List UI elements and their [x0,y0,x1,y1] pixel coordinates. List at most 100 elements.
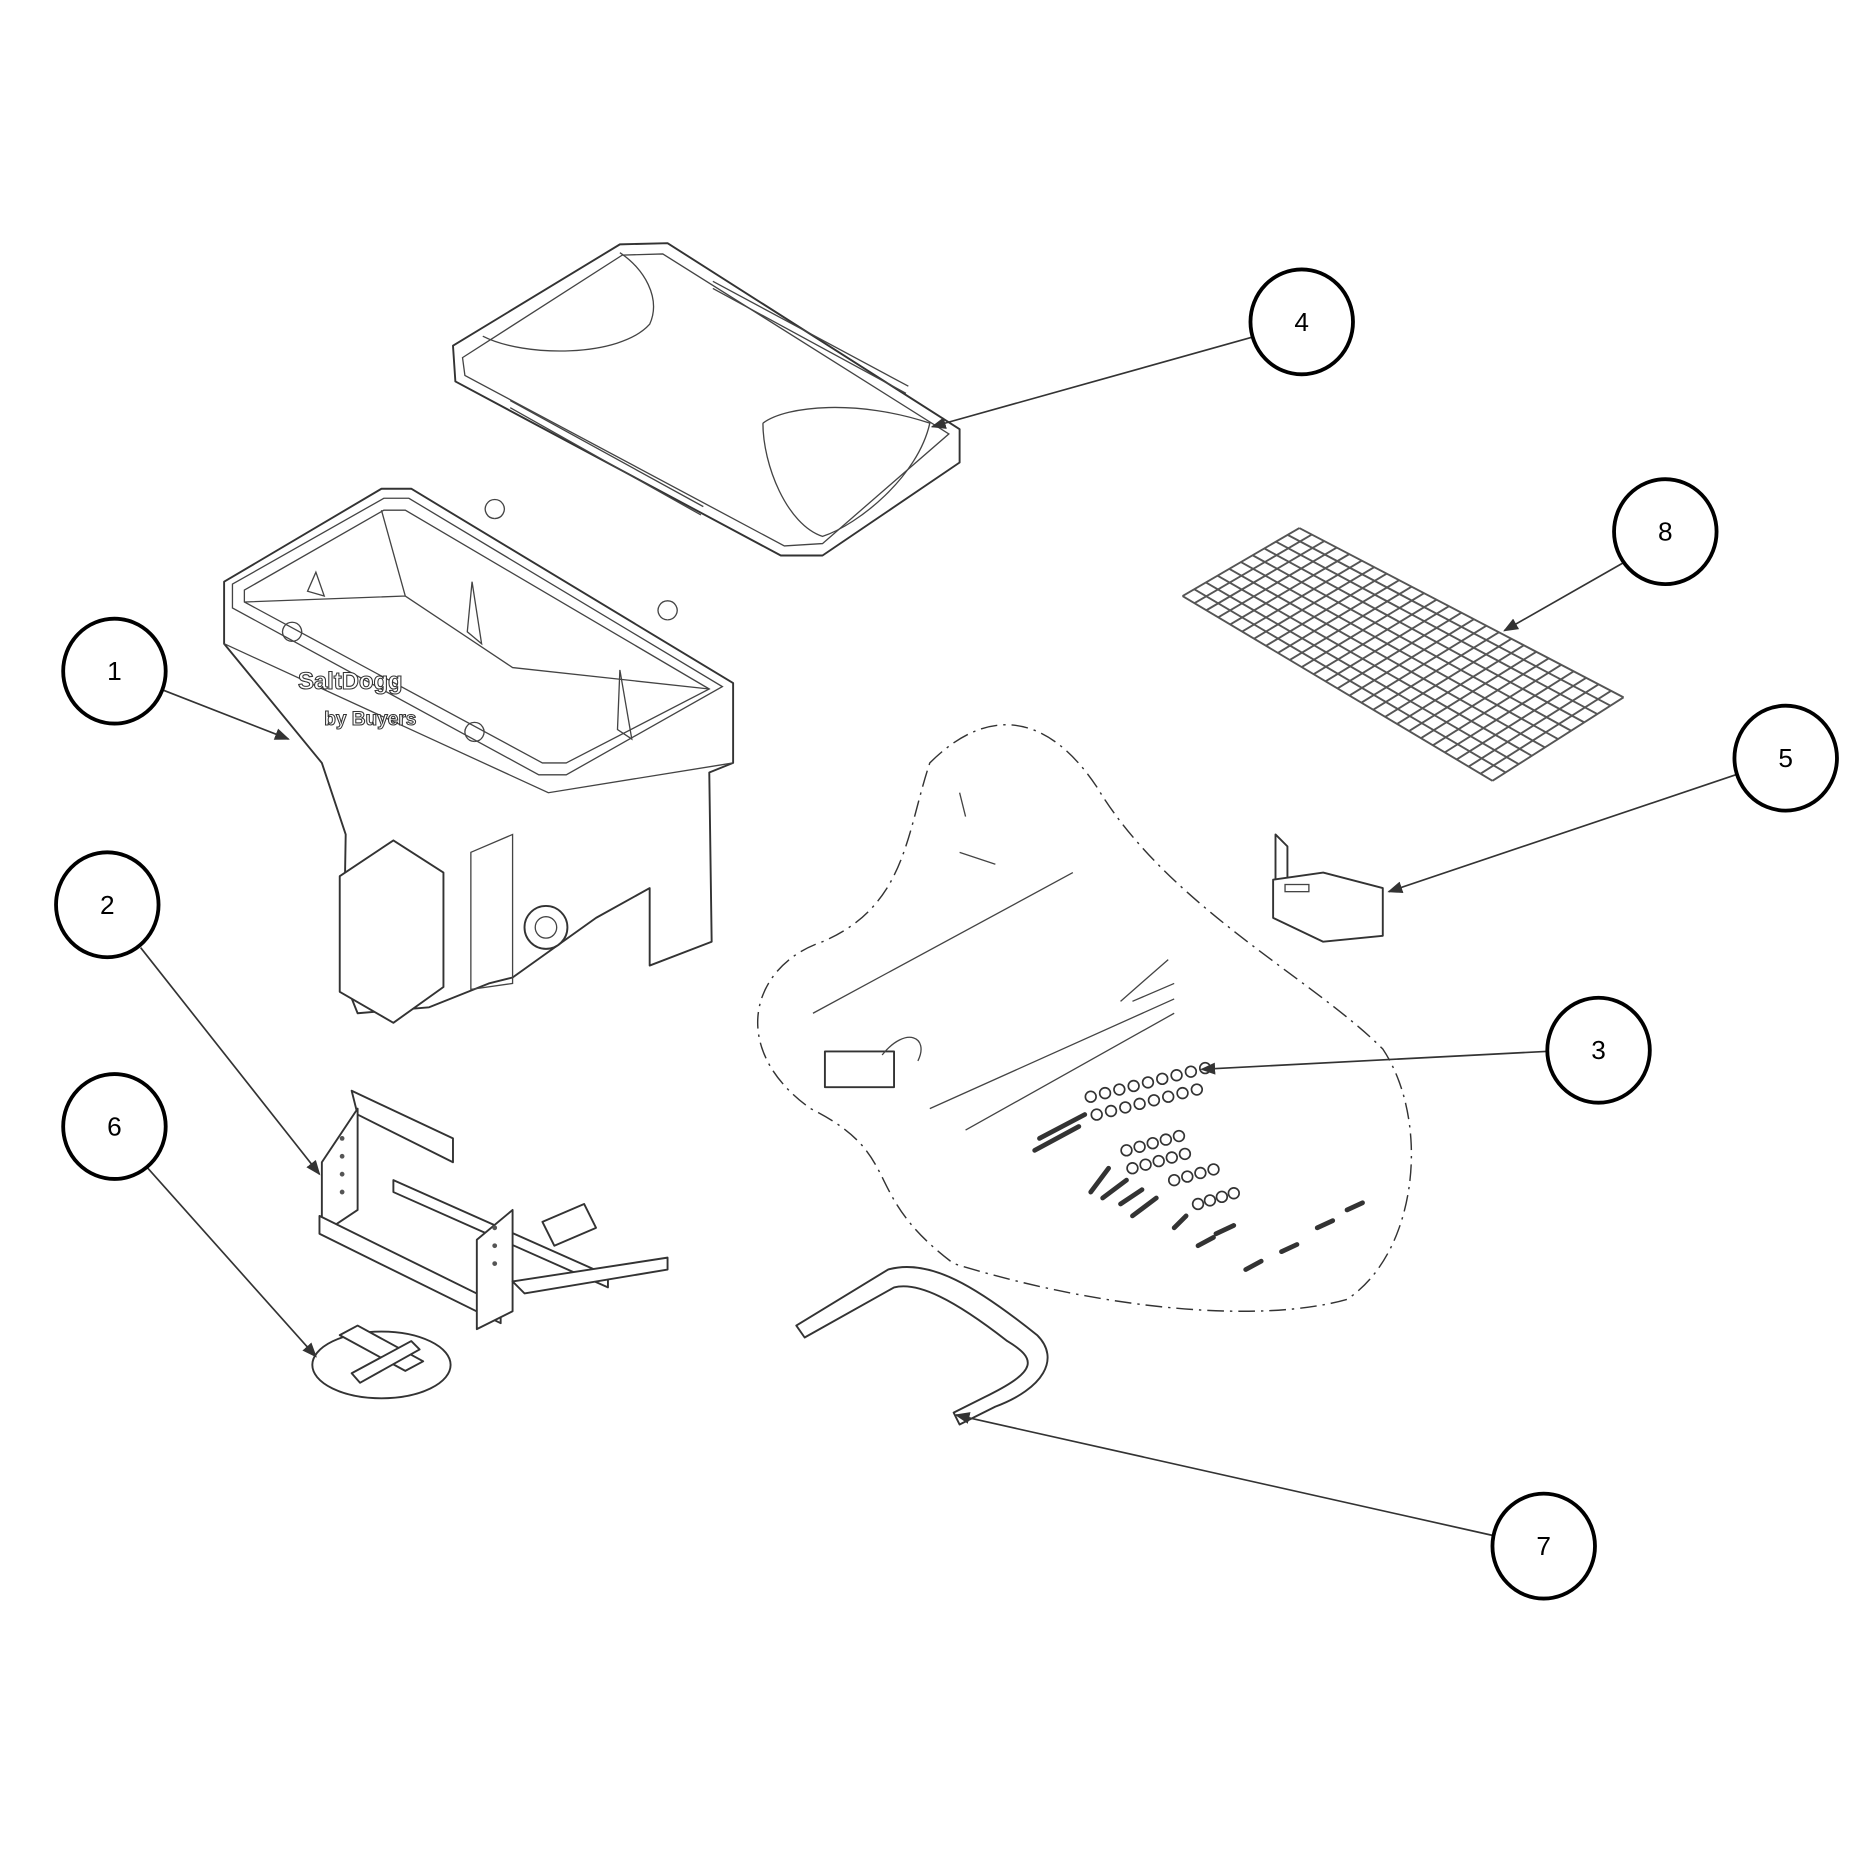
callout-2: 2 [54,850,161,960]
washer-nut [1090,1108,1103,1121]
bolt [1118,1187,1145,1207]
washer-nut [1156,1072,1169,1086]
bolt [1213,1223,1237,1237]
washer-nut [1215,1190,1229,1204]
callout-3: 3 [1545,995,1652,1105]
washer-nut [1127,1079,1140,1093]
bolt [1171,1213,1189,1231]
washer-nut [1141,1076,1155,1089]
grate-wire [1491,696,1625,782]
callout-label: 2 [100,890,115,920]
grate-wire [1241,559,1363,633]
bolt [1344,1200,1365,1213]
callout-label: 3 [1591,1035,1606,1065]
washer-nut [1133,1097,1146,1111]
washer-nut [1139,1158,1152,1171]
grate-wire [1456,677,1587,761]
washer-nut [1162,1090,1175,1103]
washer-nut [1172,1129,1186,1143]
callout-4: 4 [1248,267,1355,377]
callout-5: 5 [1732,703,1839,813]
logo-brand: SaltDogg [298,668,403,695]
leader-lines [140,336,1736,1537]
screen-grate [1182,527,1625,782]
grate-wire [1432,663,1562,747]
washer-nut [1203,1194,1217,1207]
grate-wire [1408,650,1537,732]
deflector-bracket [1272,833,1384,943]
washer-nut [1119,1101,1132,1114]
grate-wire [1325,605,1450,683]
washer-nut [1084,1090,1097,1103]
washer-nut [1165,1151,1178,1164]
callout-label: 5 [1778,743,1793,773]
callout-8: 8 [1612,477,1719,587]
washer-nut [1167,1173,1181,1187]
washer-nut [1184,1065,1198,1078]
hardware-kit [757,724,1413,1312]
washer-nut [1098,1086,1112,1100]
washer-nut [1147,1094,1161,1107]
grate-wire [1253,566,1375,640]
washer-nut [1227,1187,1240,1200]
grate-wire [1372,631,1500,711]
bolt [1195,1234,1216,1249]
grate-wire [1384,637,1512,718]
washer-nut [1170,1069,1183,1082]
washer-nut [1207,1163,1220,1176]
grate-wire [1217,546,1338,619]
washer-nut [1190,1083,1204,1096]
logo-tagline: by Buyers [324,709,416,730]
washer-nut [1176,1086,1189,1100]
grate-wire [1182,527,1300,597]
washer-nut [1126,1162,1139,1175]
callout-1: 1 [61,616,168,726]
mounting-frame [318,1089,669,1331]
washer-nut [1159,1133,1173,1146]
washer-nut [1178,1147,1192,1161]
washer-nut [1104,1104,1118,1118]
grate-wire [1289,585,1413,661]
bolt [1279,1242,1300,1255]
bolt [1032,1124,1082,1153]
bolt [1243,1258,1264,1272]
bolt [1130,1195,1159,1219]
bolt [1037,1112,1088,1141]
washer-nut [1146,1136,1159,1150]
washer-nut [1181,1170,1194,1183]
washer-nut [1133,1140,1146,1153]
grate-wire [1396,644,1525,725]
callout-7: 7 [1490,1491,1597,1601]
grate-wire [1193,533,1313,604]
callout-6: 6 [61,1072,168,1181]
grate-wire [1444,670,1575,754]
callout-label: 4 [1294,307,1309,337]
callout-label: 8 [1658,517,1673,547]
lid [452,242,961,557]
grate-wire [1205,540,1325,612]
grate-wire [1313,598,1438,676]
spinner [311,1324,452,1400]
grate-wire [1336,611,1462,690]
grate-wire [1301,592,1425,668]
bolt [1088,1165,1112,1195]
grate-wire [1348,618,1475,697]
grate-wire [1480,690,1612,775]
grate-wire [1468,683,1600,768]
light-bar [795,1265,1049,1426]
callout-label: 6 [107,1111,122,1141]
washer-nut [1113,1083,1126,1096]
grate-wire [1360,624,1487,704]
grate-wire [1265,572,1388,647]
bolt [1100,1177,1129,1201]
grate-wire [1420,657,1550,739]
washer-nut [1194,1166,1207,1180]
washer-nut [1152,1154,1165,1168]
washer-nut [1191,1197,1205,1211]
callout-label: 7 [1536,1531,1551,1561]
hopper: SaltDogg by Buyers [223,487,735,1024]
bolt [1314,1218,1336,1231]
callout-label: 1 [107,656,122,686]
